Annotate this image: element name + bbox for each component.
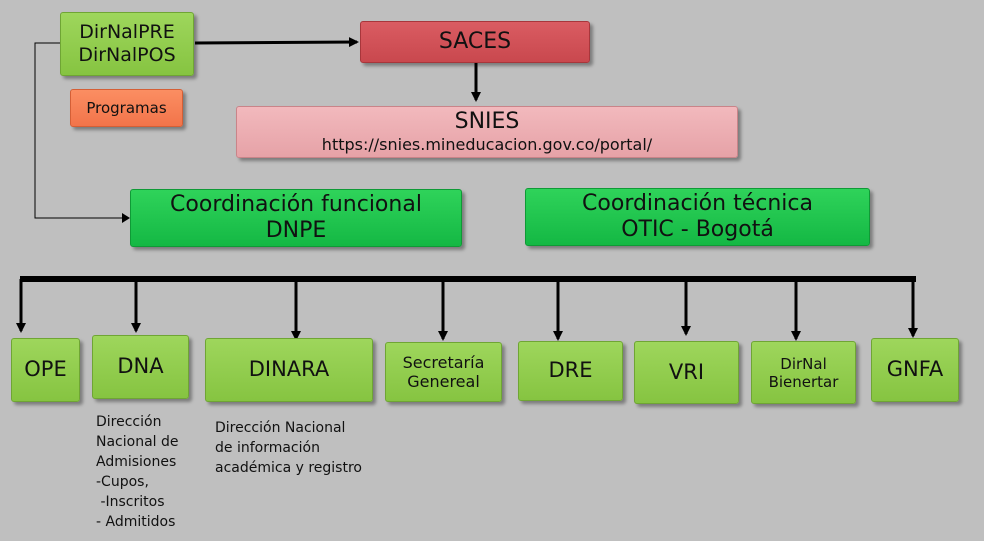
unit-ope-label: OPE xyxy=(24,357,67,382)
unit-ope: OPE xyxy=(11,338,80,402)
dna-description: Dirección Nacional de Admisiones -Cupos,… xyxy=(96,414,179,530)
unit-secretaria-general: Secretaría Genereal xyxy=(385,342,502,402)
unit-secretaria-label-1: Secretaría xyxy=(402,352,485,372)
coordination-functional-title: Coordinación funcional xyxy=(170,191,422,217)
coordination-technical-title: Coordinación técnica xyxy=(582,190,813,216)
snies-label: SNIES xyxy=(454,109,520,134)
programas-box: Programas xyxy=(70,89,183,127)
dirnal-pre-label: DirNalPRE xyxy=(79,21,175,44)
unit-gnfa-label: GNFA xyxy=(886,357,944,382)
dinara-description: Dirección Nacional de información académ… xyxy=(215,420,362,476)
unit-vri: VRI xyxy=(634,341,739,404)
saces-box: SACES xyxy=(360,21,590,63)
unit-dinara-label: DINARA xyxy=(248,357,330,382)
snies-box: SNIES https://snies.mineducacion.gov.co/… xyxy=(236,106,738,158)
snies-url: https://snies.mineducacion.gov.co/portal… xyxy=(321,135,653,155)
saces-label: SACES xyxy=(438,28,512,54)
coordination-technical-unit: OTIC - Bogotá xyxy=(621,217,774,242)
unit-dna: DNA xyxy=(92,335,189,399)
unit-dre-label: DRE xyxy=(548,358,593,383)
unit-dinara: DINARA xyxy=(205,338,373,402)
unit-secretaria-label-2: Genereal xyxy=(407,372,480,391)
unit-dirnal-bienestar-label-2: Bienertar xyxy=(768,372,839,391)
unit-dna-label: DNA xyxy=(117,354,164,379)
coordination-functional-unit: DNPE xyxy=(265,218,327,243)
unit-vri-label: VRI xyxy=(668,359,705,384)
unit-dirnal-bienestar: DirNal Bienertar xyxy=(751,341,856,404)
dirnal-pos-label: DirNalPOS xyxy=(78,44,176,66)
unit-dirnal-bienestar-label-1: DirNal xyxy=(780,354,827,373)
arrow-dirnal-to-coordination xyxy=(34,42,126,219)
programas-label: Programas xyxy=(86,99,167,117)
unit-gnfa: GNFA xyxy=(871,338,959,402)
coordination-technical-box: Coordinación técnica OTIC - Bogotá xyxy=(525,188,870,246)
arrow-dirnal-to-saces xyxy=(194,37,359,48)
arrow-head-coordination xyxy=(122,213,130,223)
coordination-functional-box: Coordinación funcional DNPE xyxy=(130,189,462,247)
unit-dre: DRE xyxy=(518,341,623,401)
dirnal-box: DirNalPRE DirNalPOS xyxy=(60,12,194,76)
